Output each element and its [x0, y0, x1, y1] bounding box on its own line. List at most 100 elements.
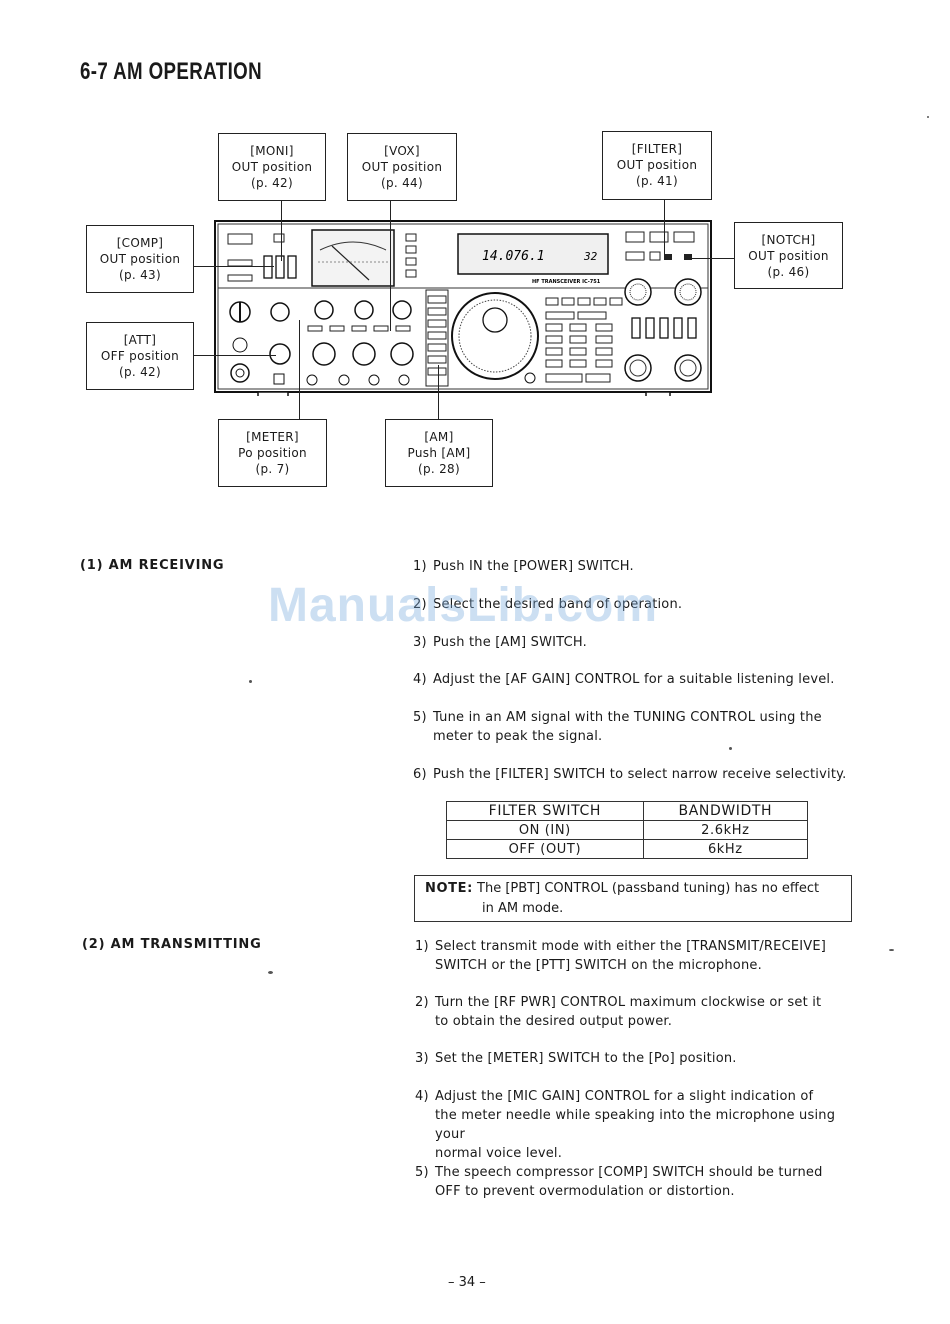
transmitting-step: 3) Set the [METER] SWITCH to the [Po] pos…	[415, 1049, 852, 1068]
callout-page: (p. 46)	[767, 265, 810, 279]
transmitting-step: 1) Select transmit mode with either the […	[415, 937, 852, 975]
step-number: 5)	[413, 710, 427, 725]
callout-state: OFF position	[100, 349, 180, 363]
step-number: 1)	[413, 559, 427, 574]
callout-page: (p. 42)	[119, 365, 161, 379]
watermark: ManualsLib.com	[268, 579, 659, 632]
callout-name: [NOTCH]	[761, 233, 816, 247]
note-box: NOTE: The [PBT] CONTROL (passband tuning…	[414, 875, 852, 922]
table-row: ON (IN) 2.6kHz	[446, 820, 809, 840]
step-continuation: SWITCH or the [PTT] SWITCH on the microp…	[435, 958, 762, 973]
leader-line	[299, 320, 300, 419]
step-number: 4)	[413, 672, 427, 687]
callout-page: (p. 43)	[119, 268, 161, 282]
callout-state: OUT position	[748, 249, 829, 263]
step-text: The speech compressor [COMP] SWITCH shou…	[435, 1165, 823, 1180]
transmitting-step: 5) The speech compressor [COMP] SWITCH sh…	[415, 1163, 852, 1201]
callout-name: [MONI]	[250, 144, 294, 158]
section-heading-receiving: (1) AM RECEIVING	[80, 558, 225, 573]
callout-name: [ATT]	[123, 333, 157, 347]
callout-vox: [VOX] OUT position (p. 44)	[347, 133, 457, 201]
leader-line	[194, 266, 274, 267]
callout-name: [COMP]	[116, 236, 164, 250]
callout-moni: [MONI] OUT position (p. 42)	[218, 133, 326, 201]
step-continuation: OFF to prevent overmodulation or distort…	[435, 1184, 735, 1199]
leader-line	[281, 201, 282, 261]
step-text: Select transmit mode with either the [TR…	[435, 939, 827, 954]
scan-speck	[729, 747, 732, 750]
callout-comp: [COMP] OUT position (p. 43)	[86, 225, 194, 293]
step-continuation: to obtain the desired output power.	[435, 1014, 673, 1029]
callout-name: [AM]	[424, 430, 454, 444]
leader-line	[194, 355, 276, 356]
model-label: HF TRANSCEIVER IC-751	[532, 279, 601, 285]
callout-meter: [METER] Po position (p. 7)	[218, 419, 327, 487]
scan-speck	[249, 680, 252, 683]
callout-state: Push [AM]	[407, 446, 471, 460]
callout-filter: [FILTER] OUT position (p. 41)	[602, 131, 712, 200]
callout-am: [AM] Push [AM] (p. 28)	[385, 419, 493, 487]
step-number: 3)	[415, 1051, 429, 1066]
filter-bandwidth-table: FILTER SWITCH BANDWIDTH ON (IN) 2.6kHz O…	[446, 801, 809, 859]
step-text: Set the [METER] SWITCH to the [Po] posit…	[435, 1051, 737, 1066]
callout-state: OUT position	[231, 160, 313, 174]
table-header: BANDWIDTH	[642, 801, 809, 821]
note-text: The [PBT] CONTROL (passband tuning) has …	[477, 881, 820, 896]
receiving-step: 4)Adjust the [AF GAIN] CONTROL for a sui…	[413, 670, 853, 689]
transceiver-front-panel: 14.076.1 32 HF TRANSCEIVER IC-751	[214, 220, 712, 396]
scan-speck	[268, 971, 273, 974]
page-title: 6-7 AM OPERATION	[80, 58, 263, 85]
step-continuation: meter to peak the signal.	[433, 729, 603, 744]
section-heading-transmitting: (2) AM TRANSMITTING	[82, 937, 262, 952]
note-label: NOTE:	[425, 881, 473, 896]
callout-page: (p. 7)	[255, 462, 290, 476]
note-text: in AM mode.	[482, 901, 564, 916]
step-text: Push IN the [POWER] SWITCH.	[433, 559, 634, 574]
step-text: Adjust the [MIC GAIN] CONTROL for a slig…	[435, 1089, 814, 1104]
page-number: – 34 –	[448, 1275, 486, 1290]
callout-page: (p. 41)	[636, 174, 678, 188]
step-text: Select the desired band of operation.	[433, 597, 683, 612]
callout-name: [FILTER]	[631, 142, 683, 156]
step-number: 6)	[413, 767, 427, 782]
callout-att: [ATT] OFF position (p. 42)	[86, 322, 194, 390]
step-text: Push the [FILTER] SWITCH to select narro…	[433, 767, 847, 782]
scan-speck	[927, 116, 929, 118]
scan-speck	[889, 949, 894, 951]
table-header: FILTER SWITCH	[446, 801, 644, 821]
step-continuation: the meter needle while speaking into the…	[435, 1108, 836, 1142]
callout-state: OUT position	[361, 160, 443, 174]
step-text: Push the [AM] SWITCH.	[433, 635, 587, 650]
step-number: 1)	[415, 939, 429, 954]
callout-notch: [NOTCH] OUT position (p. 46)	[734, 222, 843, 289]
leader-line	[390, 201, 391, 331]
step-text: Tune in an AM signal with the TUNING CON…	[433, 710, 822, 725]
transmitting-step: 2)Turn the [RF PWR] CONTROL maximum cloc…	[415, 993, 852, 1031]
table-row: OFF (OUT) 6kHz	[446, 839, 809, 859]
table-header-row: FILTER SWITCH BANDWIDTH	[446, 801, 809, 821]
step-continuation: normal voice level.	[435, 1146, 563, 1161]
callout-state: OUT position	[99, 252, 181, 266]
receiving-step: 2) Select the desired band of operation.	[413, 595, 853, 614]
receiving-step: 5) Tune in an AM signal with the TUNING C…	[413, 708, 853, 746]
step-number: 3)	[413, 635, 427, 650]
table-cell: OFF (OUT)	[446, 839, 644, 859]
callout-page: (p. 42)	[251, 176, 293, 190]
leader-line	[690, 258, 734, 259]
frequency-readout: 14.076.1	[482, 249, 545, 264]
callout-page: (p. 44)	[381, 176, 423, 190]
step-number: 2)	[415, 995, 429, 1010]
callout-page: (p. 28)	[418, 462, 460, 476]
step-number: 4)	[415, 1089, 429, 1104]
receiving-step: 1) Push IN the [POWER] SWITCH.	[413, 557, 853, 576]
leader-line	[664, 200, 665, 260]
callout-state: OUT position	[616, 158, 698, 172]
callout-state: Po position	[238, 446, 307, 460]
step-number: 2)	[413, 597, 427, 612]
callout-name: [METER]	[246, 430, 299, 444]
receiving-step: 3) Push the [AM] SWITCH.	[413, 633, 853, 652]
table-cell: ON (IN)	[446, 820, 644, 840]
step-number: 5)	[415, 1165, 429, 1180]
receiving-step: 6) Push the [FILTER] SWITCH to select nar…	[413, 765, 853, 784]
callout-name: [VOX]	[384, 144, 420, 158]
